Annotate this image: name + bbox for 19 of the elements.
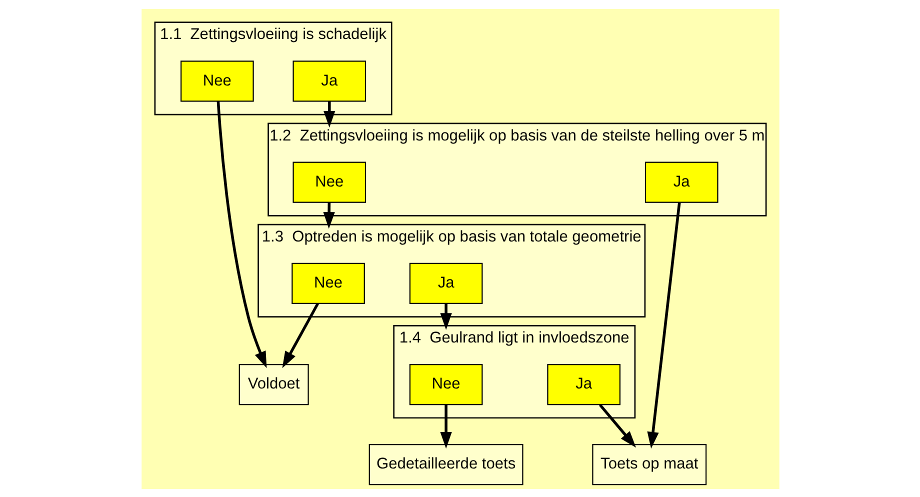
node-box: Voldoet [238, 364, 308, 405]
arrow [216, 100, 266, 368]
node-box: Ja [408, 262, 482, 304]
node-box: Toets op maat [592, 444, 706, 485]
node-box: Nee [291, 262, 364, 304]
arrow [646, 202, 680, 448]
arrow [323, 100, 335, 128]
node-box: Ja [644, 161, 718, 202]
arrow [598, 404, 636, 448]
arrow [440, 404, 452, 448]
node-box: Ja [546, 364, 620, 405]
node-box: Nee [292, 161, 366, 202]
node-box: Ja [292, 60, 366, 102]
arrow [440, 303, 452, 330]
node-box: Nee [408, 364, 482, 405]
node-box: Nee [180, 60, 254, 102]
arrow [322, 202, 334, 228]
node-box: Gedetailleerde toets [368, 444, 523, 485]
arrow [282, 302, 318, 368]
